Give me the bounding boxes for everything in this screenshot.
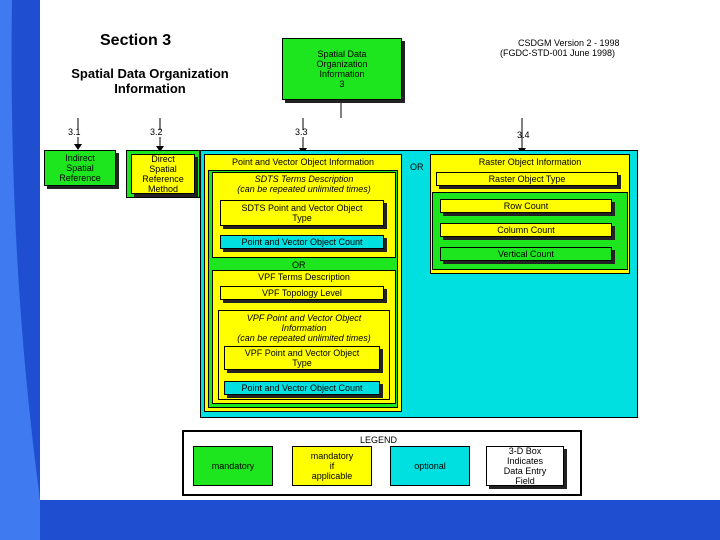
- sdts-point-vector-type-label: SDTS Point and Vector Object Type: [241, 203, 363, 223]
- vpf-topology-level-box[interactable]: VPF Topology Level: [220, 286, 384, 300]
- legend-title: LEGEND: [360, 435, 398, 445]
- number-3-2: 3.2: [150, 127, 163, 137]
- indirect-spatial-reference-label: Indirect Spatial Reference: [59, 153, 101, 183]
- point-vector-count-box-1[interactable]: Point and Vector Object Count: [220, 235, 384, 249]
- vpf-terms-label: VPF Terms Description: [258, 272, 350, 282]
- legend-mandatory: mandatory: [193, 446, 273, 486]
- vpf-point-vector-type-label: VPF Point and Vector Object Type: [244, 348, 360, 368]
- section-subtitle: Spatial Data Organization Information: [71, 66, 229, 96]
- row-count-label: Row Count: [503, 201, 549, 211]
- vpf-topology-level-label: VPF Topology Level: [262, 288, 342, 298]
- legend-data-entry-label: 3-D Box Indicates Data Entry Field: [503, 446, 547, 486]
- or-label-top: OR: [410, 162, 424, 172]
- spatial-data-organization-label: Spatial Data Organization Information 3: [316, 49, 368, 89]
- legend-optional: optional: [390, 446, 470, 486]
- column-count-label: Column Count: [497, 225, 555, 235]
- vpf-point-vector-type-box[interactable]: VPF Point and Vector Object Type: [224, 346, 380, 370]
- section-title: Section 3: [100, 32, 172, 49]
- point-vector-count-box-2[interactable]: Point and Vector Object Count: [224, 381, 380, 395]
- raster-object-type-box[interactable]: Raster Object Type: [436, 172, 618, 186]
- raster-object-type-label: Raster Object Type: [488, 174, 566, 184]
- spatial-data-organization-box[interactable]: Spatial Data Organization Information 3: [282, 38, 402, 100]
- point-vector-count-label-1: Point and Vector Object Count: [241, 237, 363, 247]
- legend-mandatory-if-applicable: mandatory if applicable: [292, 446, 372, 486]
- vertical-count-label: Vertical Count: [497, 249, 555, 259]
- legend-data-entry-box: 3-D Box Indicates Data Entry Field: [486, 446, 564, 486]
- sdts-point-vector-type-box[interactable]: SDTS Point and Vector Object Type: [220, 200, 384, 226]
- number-3-4: 3.4: [517, 130, 530, 140]
- legend-mandatory-label: mandatory: [211, 461, 255, 471]
- legend-mandatory-if-applicable-label: mandatory if applicable: [310, 451, 354, 481]
- point-vector-object-info-title: Point and Vector Object Information: [231, 157, 375, 167]
- row-count-box[interactable]: Row Count: [440, 199, 612, 213]
- raster-object-info-title: Raster Object Information: [478, 157, 582, 167]
- direct-spatial-reference-method-label: Direct Spatial Reference Method: [142, 154, 184, 194]
- or-label-middle: OR: [292, 260, 306, 270]
- legend-optional-label: optional: [414, 461, 446, 471]
- csdgm-version: CSDGM Version 2 - 1998: [518, 38, 620, 48]
- fgdc-standard: (FGDC-STD-001 June 1998): [500, 48, 616, 58]
- number-3-1: 3.1: [68, 127, 81, 137]
- indirect-spatial-reference-box[interactable]: Indirect Spatial Reference: [44, 150, 116, 186]
- number-3-3: 3.3: [295, 127, 308, 137]
- vpf-point-vector-info-label: VPF Point and Vector Object Information …: [237, 313, 371, 343]
- column-count-box[interactable]: Column Count: [440, 223, 612, 237]
- direct-spatial-reference-method-box[interactable]: Direct Spatial Reference Method: [131, 154, 195, 194]
- point-vector-count-label-2: Point and Vector Object Count: [241, 383, 363, 393]
- vertical-count-box[interactable]: Vertical Count: [440, 247, 612, 261]
- sdts-terms-label: SDTS Terms Description (can be repeated …: [237, 174, 371, 194]
